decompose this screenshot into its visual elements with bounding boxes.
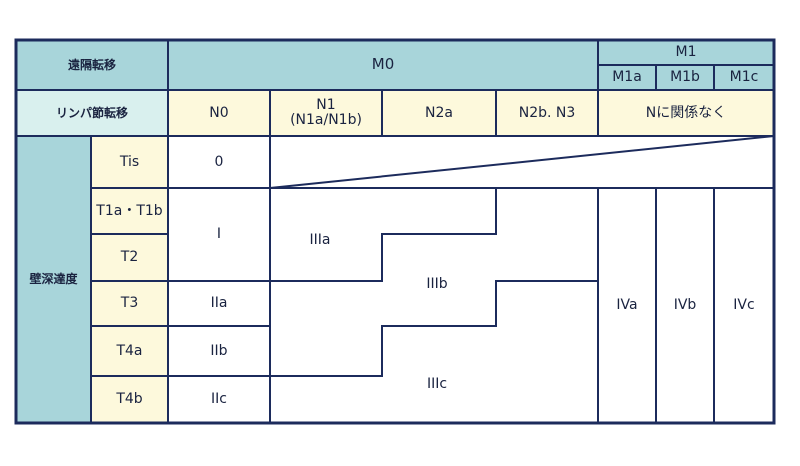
distant-metastasis-header: 遠隔転移 [16,40,168,90]
n1-header: N1 (N1a/N1b) [270,90,382,136]
m0-header: M0 [168,40,598,90]
m1a-header: M1a [598,65,656,90]
n1-header-line1: N1 [316,97,336,114]
m1c-header: M1c [714,65,774,90]
m1-header: M1 [598,40,774,65]
n2a-header: N2a [382,90,496,136]
t-row-t2: T2 [91,234,168,281]
stage-4a: IVa [616,297,638,314]
stage-2a: IIa [210,295,228,312]
t-row-t1: T1a・T1b [91,188,168,234]
t-row-t4a: T4a [91,326,168,376]
t-row-t3: T3 [91,281,168,326]
t-row-tis: Tis [91,136,168,188]
stage-3c: IIIc [426,375,448,392]
stage-2b: IIb [210,342,228,359]
lymph-node-metastasis-header: リンパ節転移 [16,90,168,136]
stage-2c: IIc [211,391,227,408]
stage-4b: IVb [673,297,697,314]
depth-of-invasion-header: 壁深達度 [16,136,91,423]
stage-1: I [216,226,222,243]
stage-3b: IIIb [426,275,448,292]
stage-0: 0 [214,153,224,170]
stage-3a: IIIa [309,231,331,248]
n-any-header: Nに関係なく [598,90,774,136]
n1-header-line2: (N1a/N1b) [290,112,362,128]
n0-header: N0 [168,90,270,136]
m1b-header: M1b [656,65,714,90]
t-row-t4b: T4b [91,376,168,423]
stage-4c: IVc [733,297,755,314]
n2b-n3-header: N2b. N3 [496,90,598,136]
